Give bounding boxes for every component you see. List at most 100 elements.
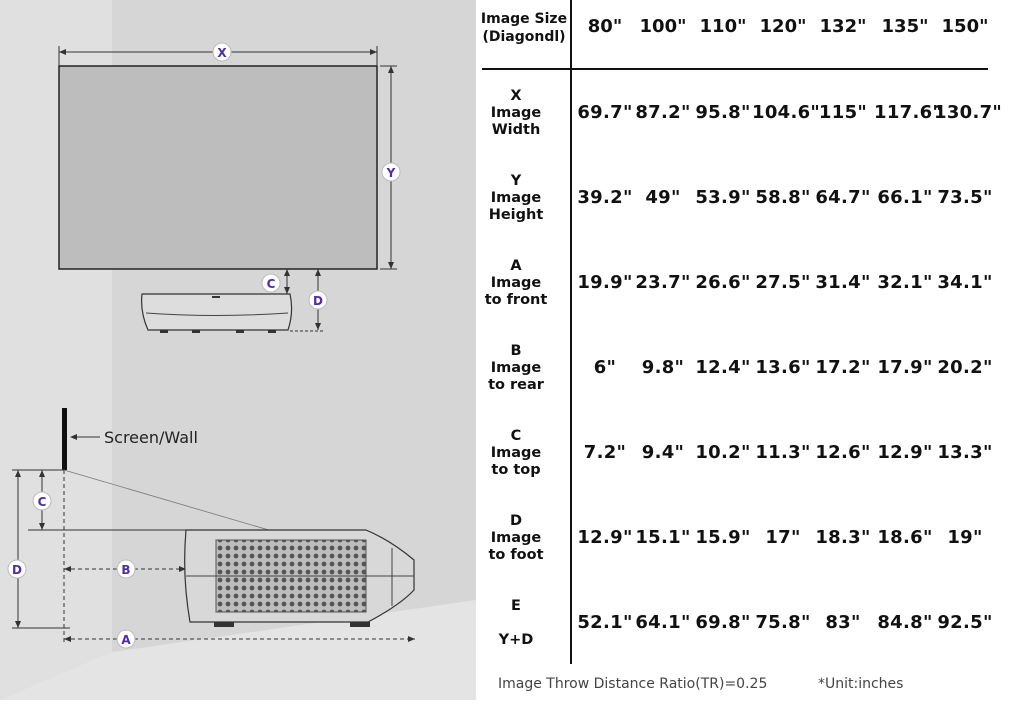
screen-wall-label: Screen/Wall <box>104 428 198 447</box>
diagram-svg: X Y C D Screen/Wall <box>0 0 476 700</box>
row-label-line: Image <box>490 360 542 376</box>
projector-front-view <box>141 293 293 331</box>
table-cell: 19" <box>947 527 983 548</box>
table-cell: 69.8" <box>695 612 751 633</box>
table-cell: 23.7" <box>635 272 691 293</box>
row-label-line: Image <box>490 105 542 121</box>
c-label-top: C <box>267 277 276 291</box>
row-label-line: Y+D <box>498 632 534 648</box>
table-cell: 130.7" <box>934 102 1003 123</box>
table-cell: 66.1" <box>877 187 933 208</box>
row-label-line <box>478 615 554 632</box>
label-divider <box>570 0 572 664</box>
table-cell: 83" <box>825 612 861 633</box>
y-badge <box>381 162 401 182</box>
size-header-1: 100" <box>639 16 687 37</box>
row-label-line: E <box>511 598 521 614</box>
size-header-2: 110" <box>699 16 747 37</box>
table-cell: 12.9" <box>877 442 933 463</box>
table-cell: 20.2" <box>937 357 993 378</box>
screen-rect <box>58 65 378 270</box>
row-label-line: Image <box>490 275 542 291</box>
table-cell: 58.8" <box>755 187 811 208</box>
table-cell: 49" <box>645 187 681 208</box>
table-cell: 26.6" <box>695 272 751 293</box>
table-cell: 19.9" <box>577 272 633 293</box>
d-label-side: D <box>12 563 22 577</box>
row-label-line: to foot <box>488 547 544 563</box>
table-cell: 12.6" <box>815 442 871 463</box>
row-label-line: Image <box>490 530 542 546</box>
row-label-line: Height <box>488 207 544 223</box>
row-label-line: Y <box>510 173 522 189</box>
table-cell: 95.8" <box>695 102 751 123</box>
row-label-line: to front <box>484 292 548 308</box>
table-cell: 15.9" <box>695 527 751 548</box>
row-label-line: to top <box>491 462 541 478</box>
table-cell: 12.9" <box>577 527 633 548</box>
table-cell: 18.3" <box>815 527 871 548</box>
d-label-top: D <box>313 294 323 308</box>
row-label-line: Image <box>490 445 542 461</box>
table-cell: 115" <box>818 102 868 123</box>
size-header-4: 132" <box>819 16 867 37</box>
table-cell: 10.2" <box>695 442 751 463</box>
table-cell: 69.7" <box>577 102 633 123</box>
size-header-3: 120" <box>759 16 807 37</box>
size-header-5: 135" <box>881 16 929 37</box>
table-cell: 64.1" <box>635 612 691 633</box>
header-label-line1: Image Size <box>480 11 568 27</box>
b-label: B <box>121 563 130 577</box>
table-cell: 9.8" <box>641 357 685 378</box>
d-badge-top <box>308 290 328 310</box>
table-cell: 84.8" <box>877 612 933 633</box>
table-header-label: Image Size (Diagondl) <box>478 10 570 46</box>
size-header-0: 80" <box>587 16 623 37</box>
row-label-line: A <box>510 258 522 274</box>
c-label-side: C <box>38 495 47 509</box>
row-label-line: C <box>510 428 522 444</box>
table-cell: 12.4" <box>695 357 751 378</box>
unit-note: *Unit:inches <box>818 676 904 692</box>
row-label-line: Image <box>490 190 542 206</box>
table-cell: 18.6" <box>877 527 933 548</box>
table-cell: 117.6" <box>874 102 943 123</box>
table-cell: 13.6" <box>755 357 811 378</box>
table-cell: 27.5" <box>755 272 811 293</box>
header-label-line2: (Diagondl) <box>482 29 566 45</box>
table-cell: 87.2" <box>635 102 691 123</box>
a-label: A <box>121 633 131 647</box>
table-cell: 13.3" <box>937 442 993 463</box>
table-cell: 15.1" <box>635 527 691 548</box>
table-cell: 31.4" <box>815 272 871 293</box>
table-cell: 53.9" <box>695 187 751 208</box>
table-cell: 9.4" <box>641 442 685 463</box>
size-header-6: 150" <box>941 16 989 37</box>
table-cell: 73.5" <box>937 187 993 208</box>
a-badge <box>116 629 136 649</box>
row-label-line: Width <box>491 122 541 138</box>
c-badge-top <box>261 273 281 293</box>
table-cell: 64.7" <box>815 187 871 208</box>
table-cell: 92.5" <box>937 612 993 633</box>
x-label: X <box>217 46 227 60</box>
row-label-line: B <box>510 343 522 359</box>
row-label-line: to rear <box>488 377 544 393</box>
installation-diagram: X Y C D Screen/Wall <box>0 0 476 700</box>
row-label-6: E Y+D <box>478 598 554 649</box>
table-cell: 32.1" <box>877 272 933 293</box>
row-label-line: D <box>509 513 523 529</box>
row-label-line: X <box>510 88 522 104</box>
table-cell: 7.2" <box>583 442 627 463</box>
c-badge-side <box>32 491 52 511</box>
d-badge-side <box>7 559 27 579</box>
table-cell: 17.9" <box>877 357 933 378</box>
header-divider <box>482 68 988 70</box>
table-cell: 17.2" <box>815 357 871 378</box>
table-cell: 34.1" <box>937 272 993 293</box>
